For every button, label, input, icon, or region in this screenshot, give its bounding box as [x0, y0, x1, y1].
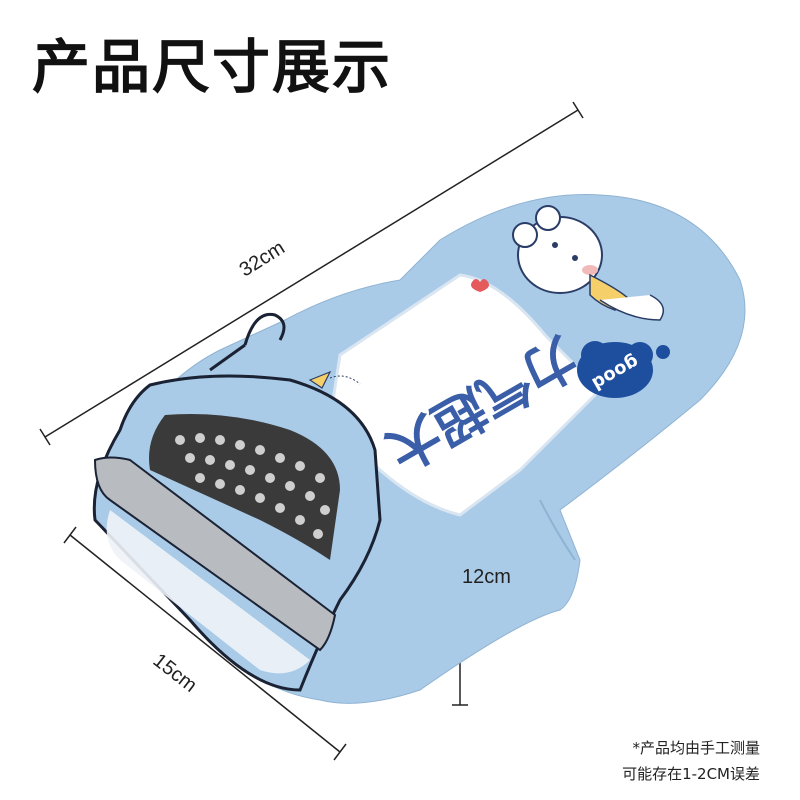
measurement-note-line2: 可能存在1-2CM误差	[622, 765, 760, 783]
height-label: 12cm	[462, 566, 511, 588]
product-opening	[92, 374, 382, 692]
measurement-note-line1: *产品均由手工测量	[632, 739, 760, 757]
heart-doodle	[471, 279, 489, 292]
print-panel	[328, 273, 603, 517]
good-badge: good	[577, 341, 670, 398]
page-title: 产品尺寸展示	[32, 33, 393, 101]
width-dimension-line	[63, 526, 347, 761]
paper-plane-doodle	[308, 370, 361, 389]
drawstring-loop	[209, 312, 286, 372]
bear-illustration	[512, 205, 665, 321]
length-dimension-line	[39, 101, 584, 446]
